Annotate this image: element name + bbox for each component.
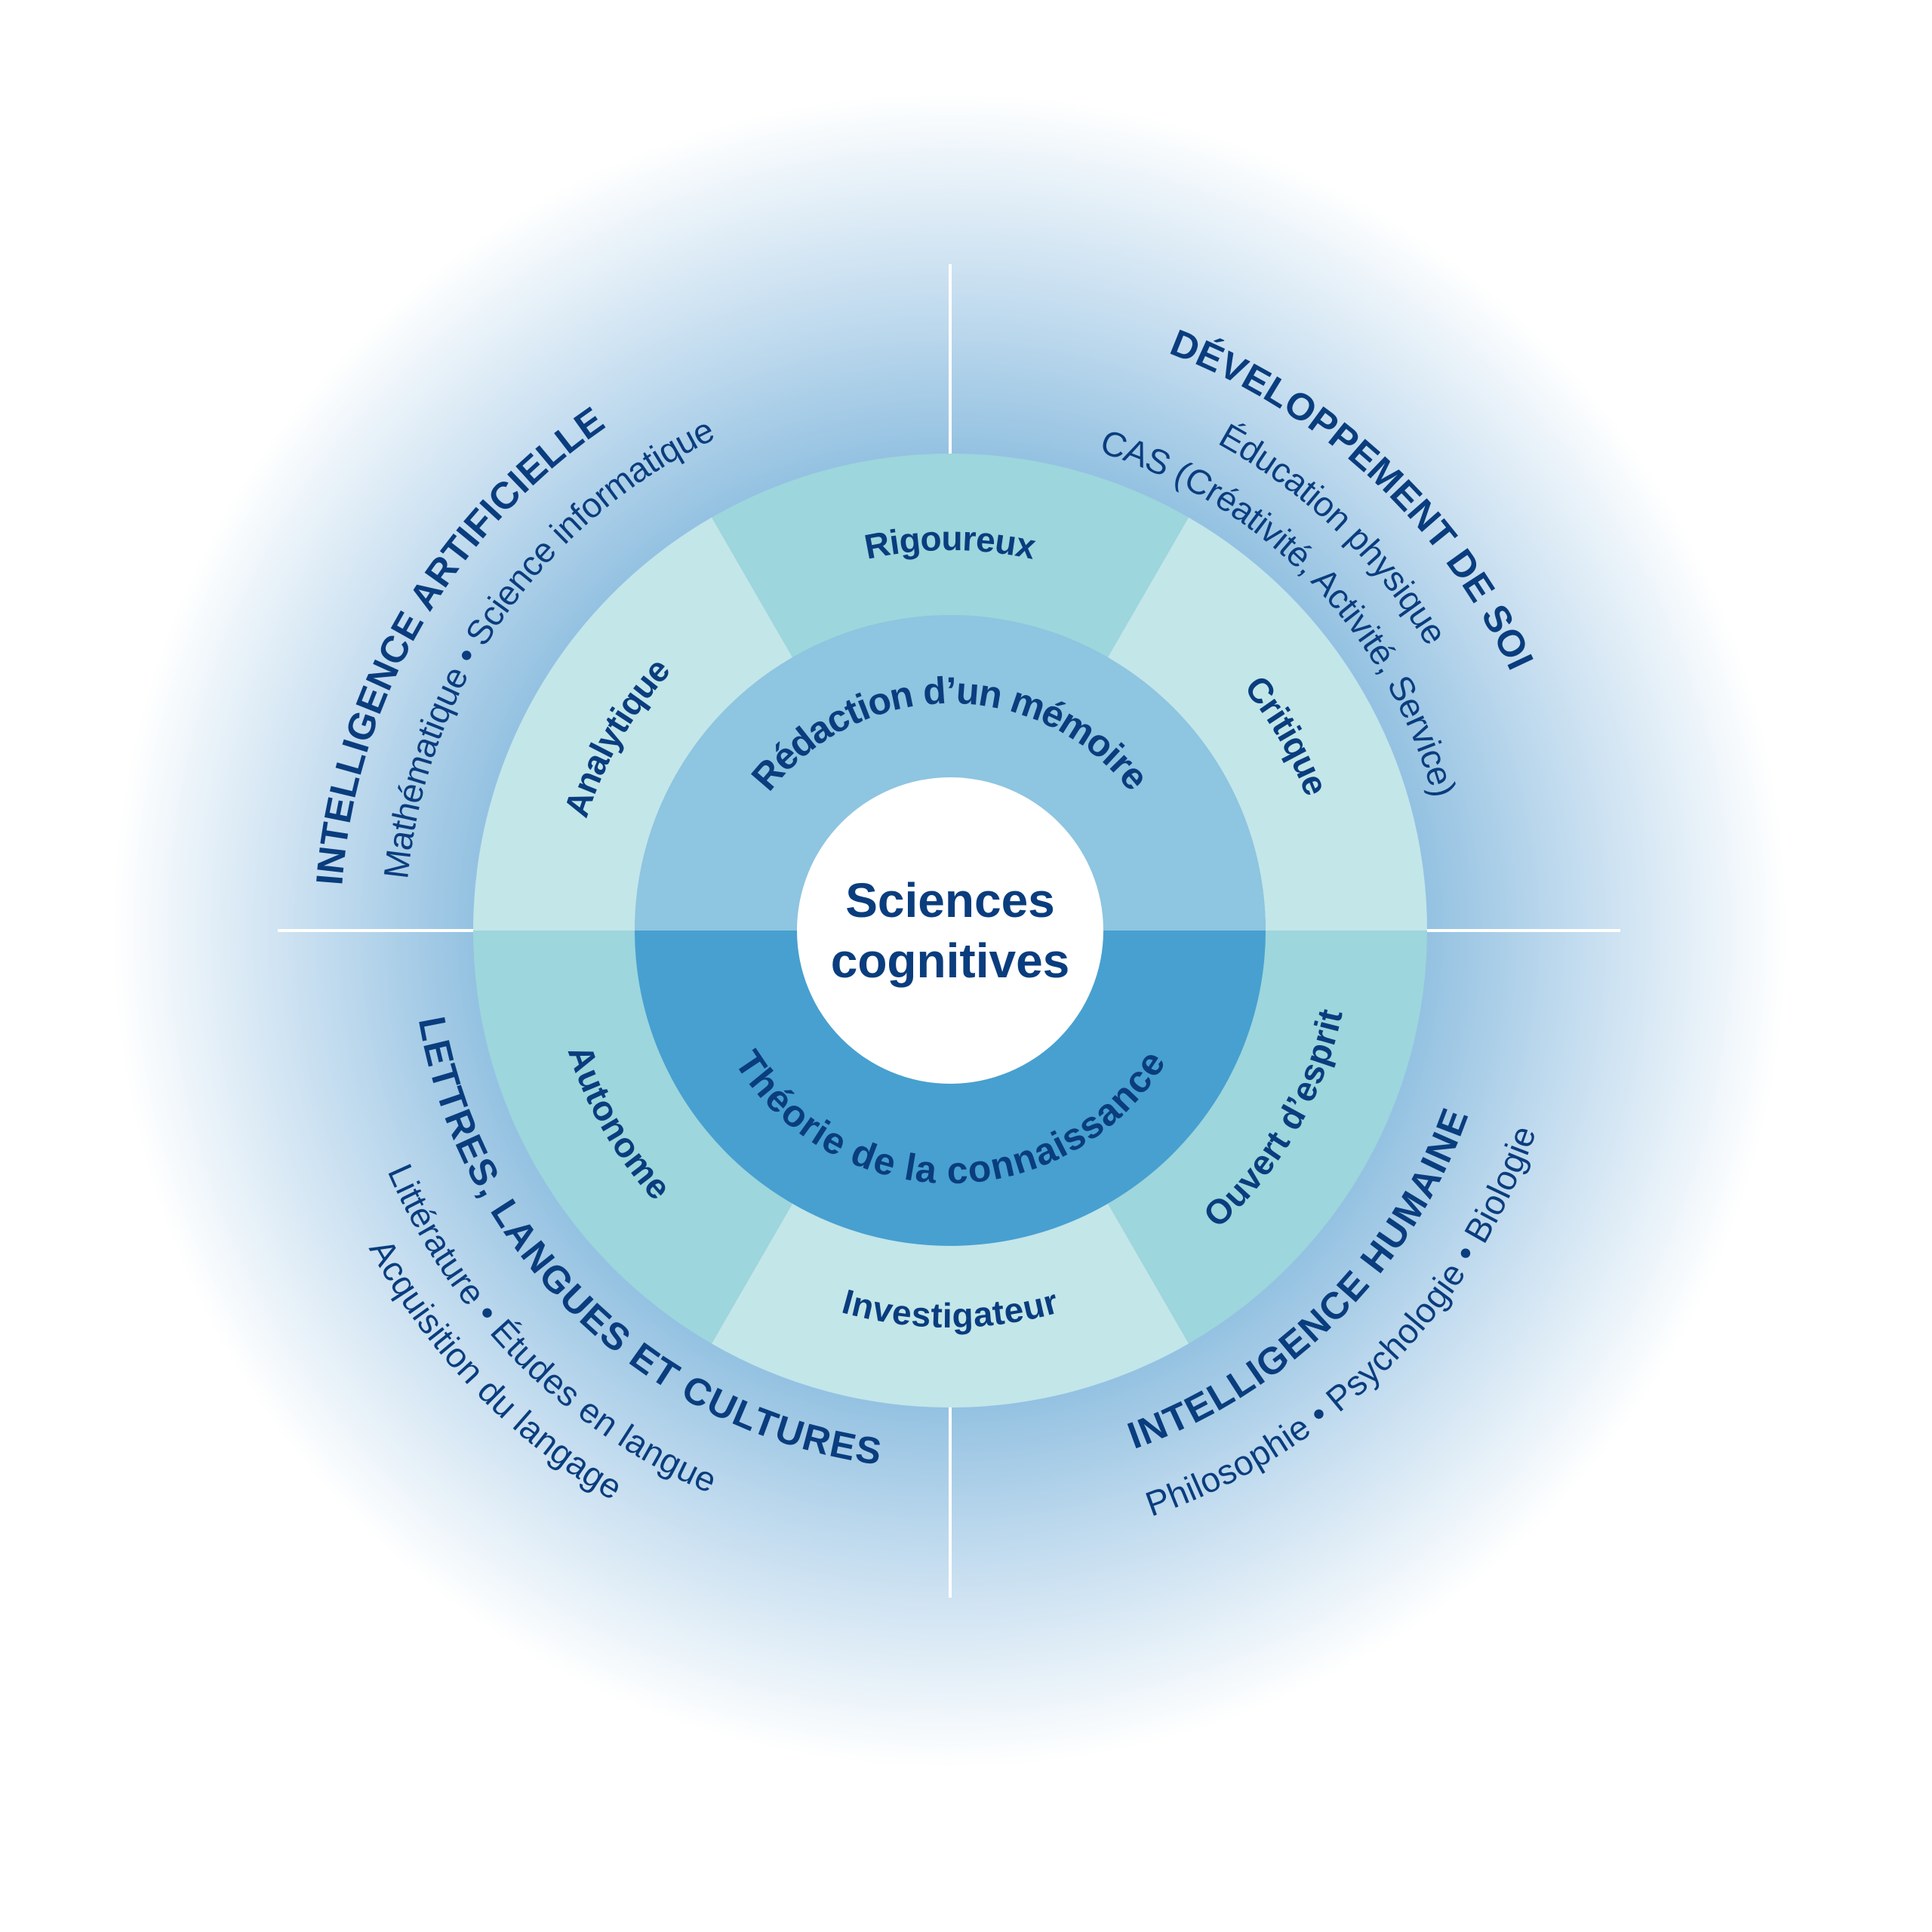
attribute-sector <box>1108 931 1428 1344</box>
center-title-line2: cognitives <box>831 934 1070 988</box>
attribute-sector <box>712 1203 1189 1407</box>
inner-ring-bottom <box>635 931 1266 1246</box>
attribute-sector <box>473 517 792 931</box>
divider-lines <box>278 264 1620 1598</box>
attribute-ring <box>473 454 1428 1407</box>
inner-ring-top <box>635 615 1266 931</box>
attribute-sector <box>473 931 792 1344</box>
center-title-line1: Sciences <box>845 873 1055 928</box>
attribute-sector <box>1108 517 1427 931</box>
attribute-sector <box>712 454 1189 658</box>
center-circle <box>797 777 1103 1084</box>
